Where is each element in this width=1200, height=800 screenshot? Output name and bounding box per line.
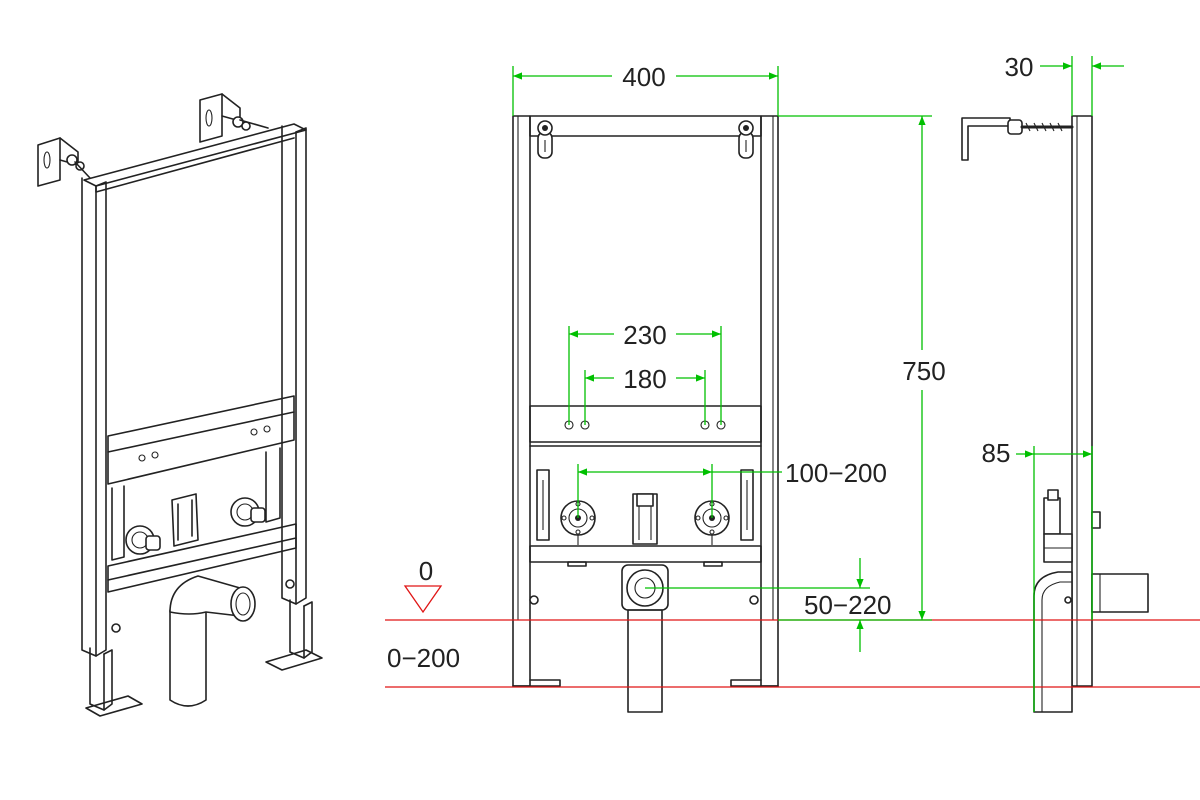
front-drain-fitting (621, 564, 669, 713)
dim-bolt-spacing-inner: 180 (623, 364, 666, 394)
foot-right (289, 599, 305, 659)
front-top-rail (529, 115, 762, 137)
dim-side-depth: 30 (1005, 52, 1034, 82)
water-inlet-left (125, 525, 161, 555)
dim-drain-height: 50−220 (804, 590, 891, 620)
dimension-lines (512, 56, 1124, 712)
water-inlet-right (230, 497, 266, 527)
threaded-rod-right (239, 119, 269, 129)
top-rail (83, 123, 307, 187)
isometric-view (37, 93, 323, 717)
front-wall-bracket-left (537, 120, 553, 159)
dim-frame-width: 400 (622, 62, 665, 92)
front-footplate-left (512, 679, 561, 687)
upright-left (81, 177, 97, 657)
mounting-crossbar (107, 395, 295, 453)
foot-left (89, 647, 105, 711)
dim-frame-height: 750 (902, 356, 945, 386)
foot-adjust-label: 0−200 (387, 643, 460, 673)
front-center-bracket (632, 493, 658, 545)
side-drain-pipe (1033, 571, 1149, 713)
upright-right (281, 125, 297, 605)
floor-level-label: 0 (419, 556, 433, 586)
side-inlet-assembly (1043, 489, 1101, 563)
side-upright (1071, 115, 1093, 687)
front-slot-left (536, 469, 550, 541)
floor-reference-lines (385, 585, 1200, 688)
front-footplate-right (730, 679, 779, 687)
front-lower-crossbar (529, 545, 762, 563)
footplate-left (85, 695, 143, 717)
dim-bolt-spacing-outer: 230 (623, 320, 666, 350)
front-mounting-crossbar (529, 405, 762, 443)
footplate-right (265, 649, 323, 671)
front-upright-left (512, 115, 531, 687)
wall-bracket-left (37, 137, 85, 187)
drain-pipe (169, 575, 256, 707)
front-view (512, 115, 779, 713)
floor-level-marker (403, 585, 443, 614)
center-bracket (171, 493, 199, 547)
side-view (961, 115, 1149, 713)
wall-bracket-right (199, 93, 251, 143)
front-wall-bracket-right (738, 120, 754, 159)
front-upright-right (760, 115, 779, 687)
side-wall-bracket (961, 117, 1074, 161)
dimension-labels: 400 750 230 180 100−200 50−220 30 85 0 0… (387, 52, 1033, 673)
threaded-rod-left (74, 161, 91, 179)
dim-inlet-spacing: 100−200 (785, 458, 887, 488)
dim-side-offset: 85 (982, 438, 1011, 468)
front-slot-right (740, 469, 754, 541)
